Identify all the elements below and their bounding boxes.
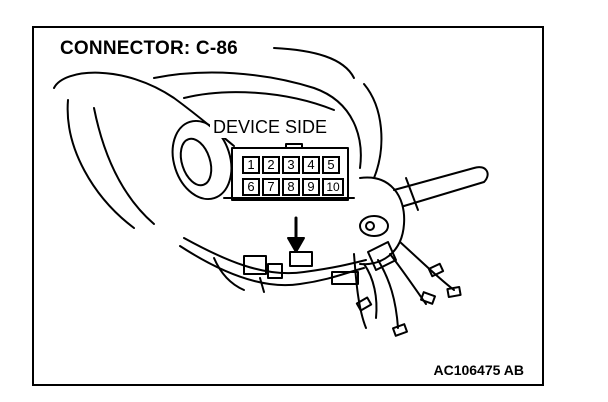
- pin-8: 8: [282, 178, 300, 196]
- pin-9: 9: [302, 178, 320, 196]
- steering-column-illustration: [53, 47, 489, 337]
- pin-3: 3: [282, 156, 300, 174]
- pin-4: 4: [302, 156, 320, 174]
- pin-1: 1: [242, 156, 260, 174]
- connector-title: CONNECTOR: C-86: [56, 38, 242, 60]
- pin-5: 5: [322, 156, 340, 174]
- device-side-label: DEVICE SIDE: [210, 117, 331, 138]
- pin-6: 6: [242, 178, 260, 196]
- pin-7: 7: [262, 178, 280, 196]
- pin-10: 10: [322, 178, 344, 196]
- reference-code: AC106475 AB: [431, 362, 526, 378]
- diagram-frame: CONNECTOR: C-86 DEVICE SIDE 1 2 3 4 5 6 …: [32, 26, 544, 386]
- pin-2: 2: [262, 156, 280, 174]
